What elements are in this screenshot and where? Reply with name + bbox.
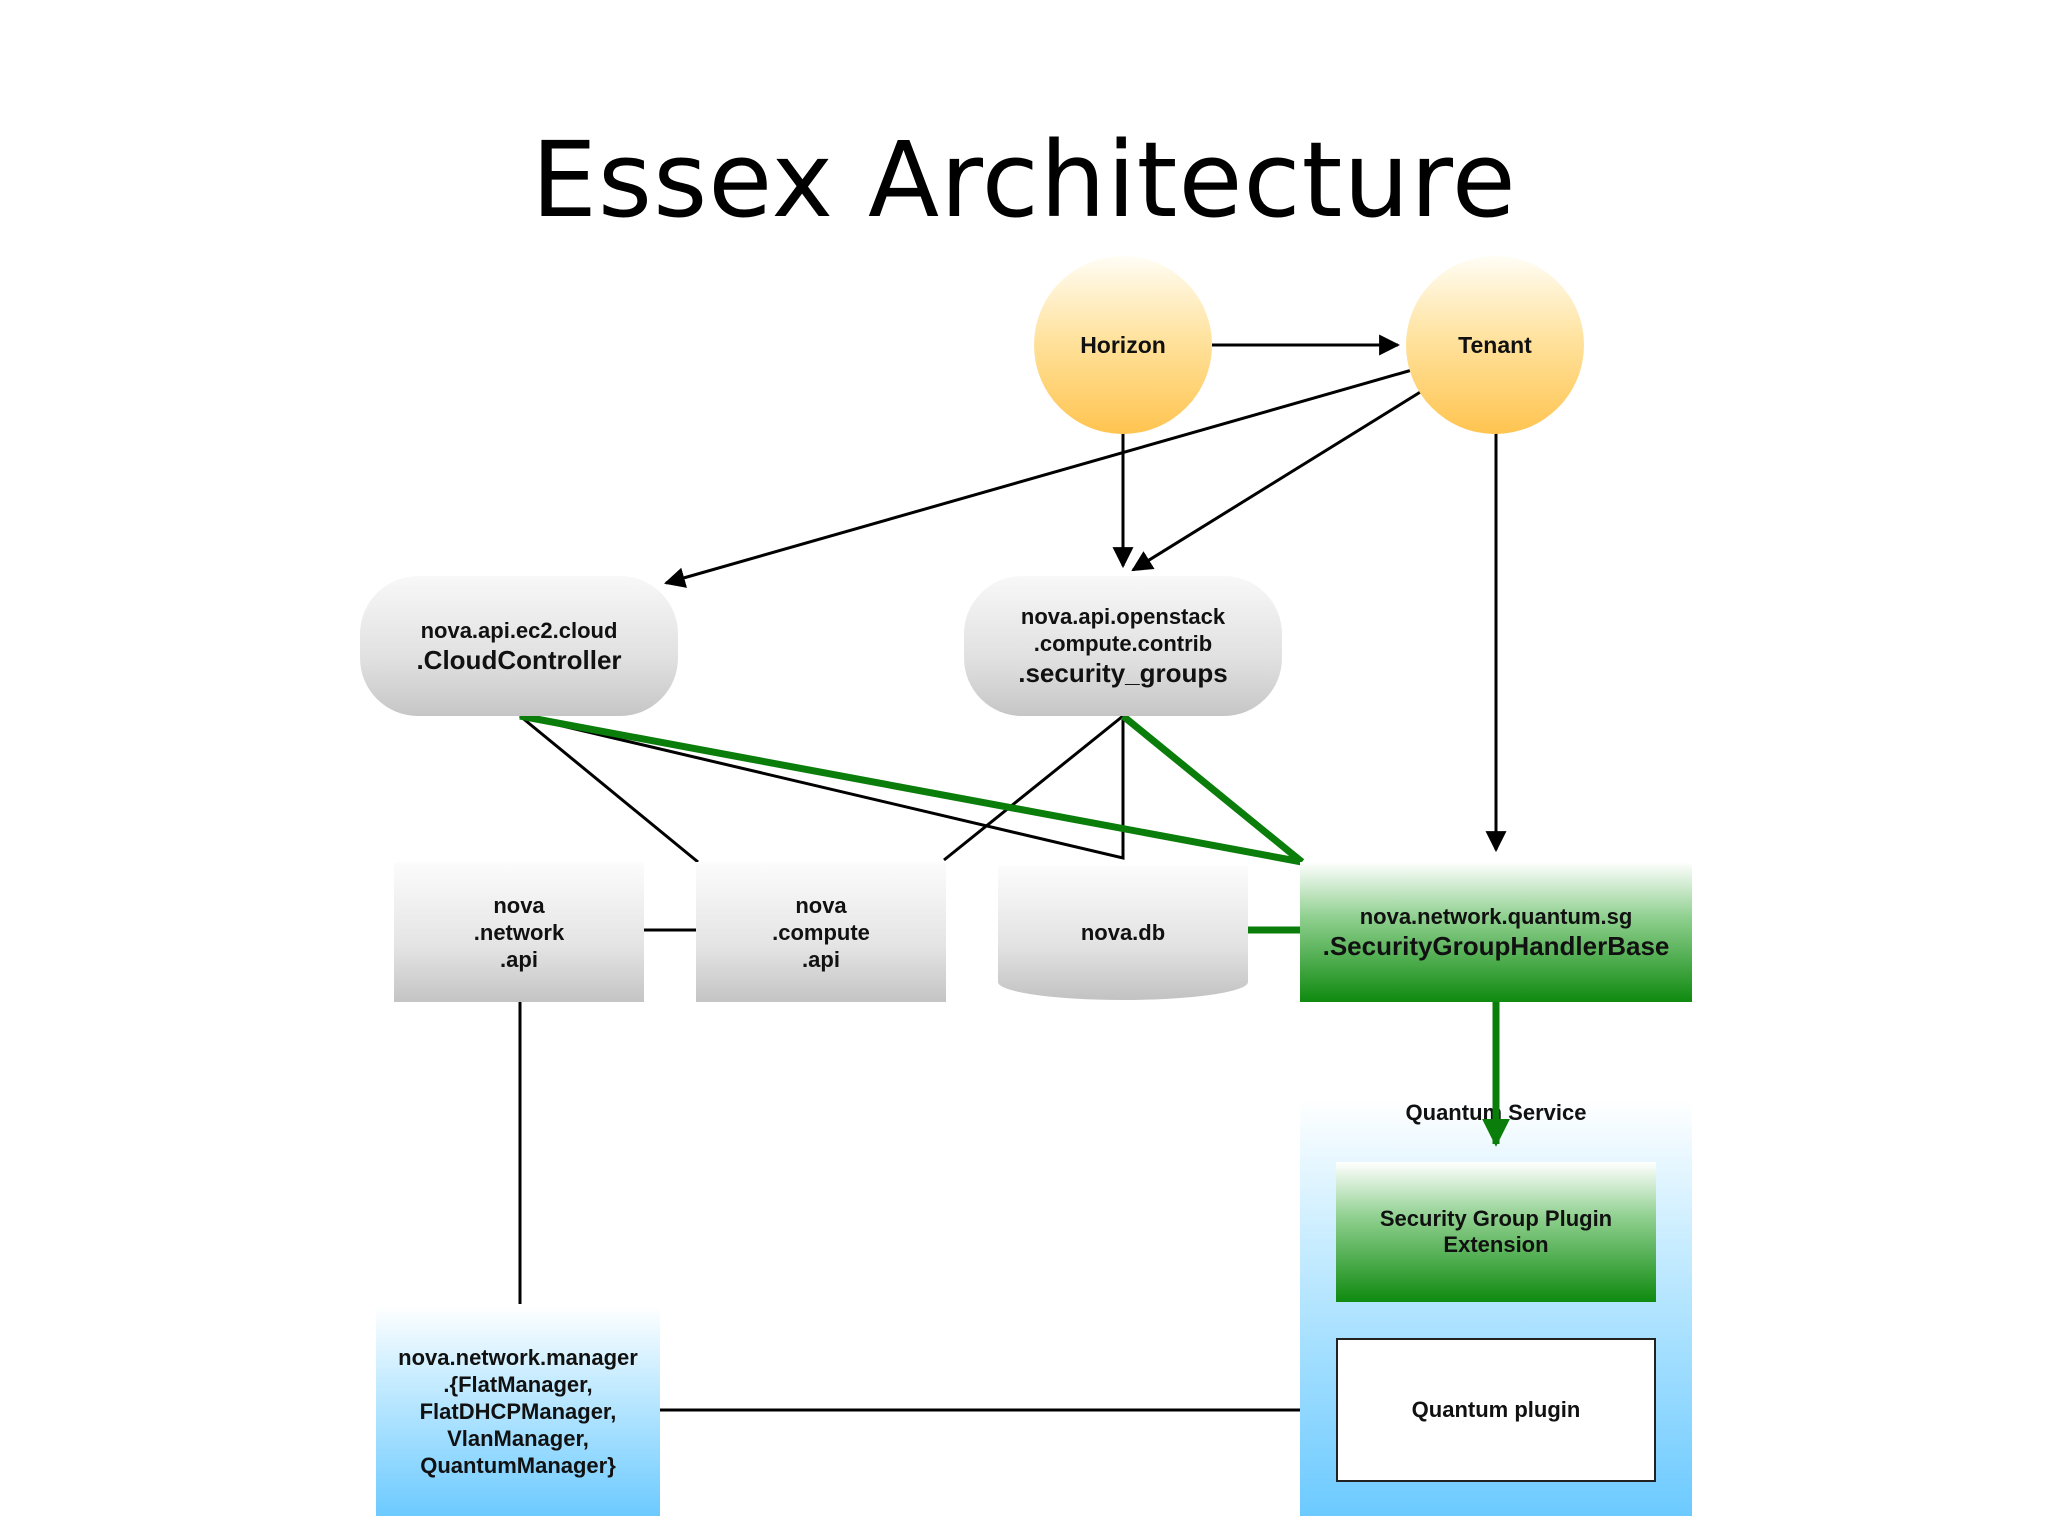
ec2-line1: nova.api.ec2.cloud [420,617,618,643]
nova-network-api-node: nova .network .api [394,862,644,1002]
manager-line5: QuantumManager} [420,1452,616,1478]
quantum-service-label: Quantum Service [1405,1100,1587,1125]
security-group-plugin-extension-node: Security Group Plugin Extension [1336,1162,1656,1302]
ec2-cloud-controller-node: nova.api.ec2.cloud .CloudController [360,576,678,716]
openstack-line3: .security_groups [1018,658,1228,688]
manager-line1: nova.network.manager [398,1344,638,1370]
network-api-line2: .network [473,919,565,945]
quantum-plugin-label: Quantum plugin [1411,1397,1581,1422]
sg-plugin-line1: Security Group Plugin [1379,1206,1613,1231]
edge-ec2-to-sg-handler [519,712,1303,866]
edge-ec2-to-nova-db [519,714,1125,860]
quantum-plugin-node: Quantum plugin [1336,1338,1656,1482]
openstack-security-groups-node: nova.api.openstack .compute.contrib .sec… [964,576,1282,716]
network-api-line3: .api [500,946,538,972]
compute-api-line3: .api [802,946,840,972]
manager-line3: FlatDHCPManager, [419,1398,617,1424]
compute-api-line1: nova [795,892,847,918]
tenant-label: Tenant [1458,331,1532,358]
nova-db-node: nova.db [998,866,1248,1000]
ec2-line2: .CloudController [416,644,622,675]
openstack-line2: .compute.contrib [1033,631,1213,656]
manager-line4: VlanManager, [447,1425,589,1451]
sg-handler-line2: .SecurityGroupHandlerBase [1322,930,1670,961]
nova-db-label: nova.db [1080,920,1166,945]
manager-line2: .{FlatManager, [443,1371,593,1397]
sg-handler-line1: nova.network.quantum.sg [1359,903,1633,929]
security-group-handler-node: nova.network.quantum.sg .SecurityGroupHa… [1300,862,1692,1002]
edge-tenant-to-ec2 [663,368,1413,588]
compute-api-line2: .compute [772,919,870,945]
nova-compute-api-node: nova .compute .api [696,862,946,1002]
edge-openstack-to-compute-api [943,714,1124,862]
edge-openstack-to-sg-handler [1120,713,1305,865]
network-api-line1: nova [493,892,545,918]
nova-network-manager-node: nova.network.manager .{FlatManager, Flat… [376,1306,660,1516]
horizon-label: Horizon [1080,331,1166,358]
tenant-node: Tenant [1406,256,1584,434]
horizon-node: Horizon [1034,256,1212,434]
edge-tenant-to-openstack [1131,389,1423,572]
sg-plugin-line2: Extension [1443,1232,1549,1257]
openstack-line1: nova.api.openstack [1020,604,1226,629]
edge-ec2-to-compute-api [519,714,699,864]
page-title: Essex Architecture [531,119,1517,241]
